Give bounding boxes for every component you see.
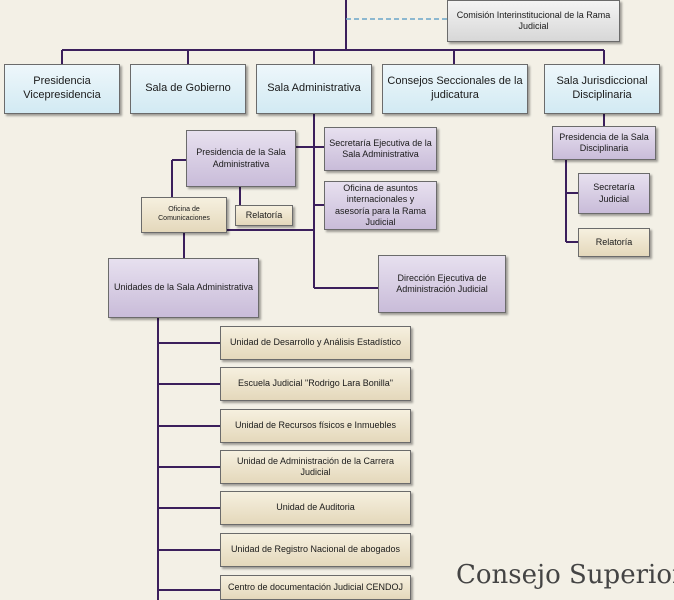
unidades-box: Unidades de la Sala Administrativa	[108, 258, 259, 318]
unidad-item: Unidad de Administración de la Carrera J…	[220, 450, 411, 484]
unidad-label: Unidad de Registro Nacional de abogados	[230, 544, 401, 555]
direccion-ejecutiva-label: Dirección Ejecutiva de Administración Ju…	[396, 272, 488, 294]
comision-label: Comisión Interinstitucional de la Rama J…	[456, 9, 611, 31]
sala-disciplinaria-box: Sala Jurisdiccional Disciplinaria	[544, 64, 660, 114]
unidad-label: Unidad de Auditoria	[276, 502, 355, 513]
unidad-item: Unidad de Recursos físicos e Inmuebles	[220, 409, 411, 443]
oficina-asuntos-label: Oficina de asuntos internacionales y ase…	[334, 183, 427, 227]
oficina-comunicaciones-label: Oficina de Comunicaciones	[158, 206, 210, 222]
unidad-item: Centro de documentación Judicial CENDOJ	[220, 575, 411, 600]
sala-gobierno-box: Sala de Gobierno	[130, 64, 246, 114]
unidad-item: Unidad de Auditoria	[220, 491, 411, 525]
secretaria-judicial-box: Secretaría Judicial	[578, 173, 650, 214]
sala-disciplinaria-label: Sala Jurisdiccional Disciplinaria	[556, 75, 648, 101]
unidad-item: Escuela Judicial "Rodrigo Lara Bonilla"	[220, 367, 411, 401]
secretaria-ejecutiva-box: Secretaría Ejecutiva de la Sala Administ…	[324, 127, 437, 171]
relatoria-admin-box: Relatoría	[235, 205, 293, 226]
unidad-label: Escuela Judicial "Rodrigo Lara Bonilla"	[238, 378, 393, 389]
presidencia-disciplinaria-box: Presidencia de la Sala Disciplinaria	[552, 126, 656, 160]
sala-administrativa-label: Sala Administrativa	[267, 82, 361, 95]
unidad-label: Centro de documentación Judicial CENDOJ	[227, 581, 404, 592]
presidencia-box: Presidencia Vicepresidencia	[4, 64, 120, 114]
unidades-label: Unidades de la Sala Administrativa	[113, 282, 254, 293]
sala-administrativa-box: Sala Administrativa	[256, 64, 372, 114]
presidencia-label: Presidencia Vicepresidencia	[23, 75, 101, 101]
consejos-seccionales-box: Consejos Seccionales de la judicatura	[382, 64, 528, 114]
presidencia-disciplinaria-label: Presidencia de la Sala Disciplinaria	[559, 131, 649, 153]
unidad-label: Unidad de Desarrollo y Análisis Estadíst…	[229, 337, 402, 348]
unidad-item: Unidad de Desarrollo y Análisis Estadíst…	[220, 326, 411, 360]
oficina-asuntos-box: Oficina de asuntos internacionales y ase…	[324, 181, 437, 230]
relatoria-admin-label: Relatoría	[245, 209, 283, 220]
relatoria-disciplinaria-box: Relatoría	[578, 228, 650, 257]
direccion-ejecutiva-box: Dirección Ejecutiva de Administración Ju…	[378, 255, 506, 313]
consejos-seccionales-label: Consejos Seccionales de la judicatura	[387, 75, 523, 101]
oficina-comunicaciones-box: Oficina de Comunicaciones	[141, 197, 227, 233]
unidad-item: Unidad de Registro Nacional de abogados	[220, 533, 411, 567]
secretaria-judicial-label: Secretaría Judicial	[593, 182, 635, 204]
relatoria-disciplinaria-label: Relatoría	[595, 236, 633, 247]
presidencia-sala-admin-label: Presidencia de la Sala Administrativa	[196, 147, 286, 169]
comision-box: Comisión Interinstitucional de la Rama J…	[447, 0, 620, 42]
sala-gobierno-label: Sala de Gobierno	[145, 82, 231, 95]
unidad-label: Unidad de Administración de la Carrera J…	[236, 455, 395, 477]
secretaria-ejecutiva-label: Secretaría Ejecutiva de la Sala Administ…	[329, 137, 432, 159]
presidencia-sala-admin-box: Presidencia de la Sala Administrativa	[186, 130, 296, 187]
unidad-label: Unidad de Recursos físicos e Inmuebles	[234, 420, 397, 431]
watermark-text: Consejo Superior	[456, 560, 674, 590]
